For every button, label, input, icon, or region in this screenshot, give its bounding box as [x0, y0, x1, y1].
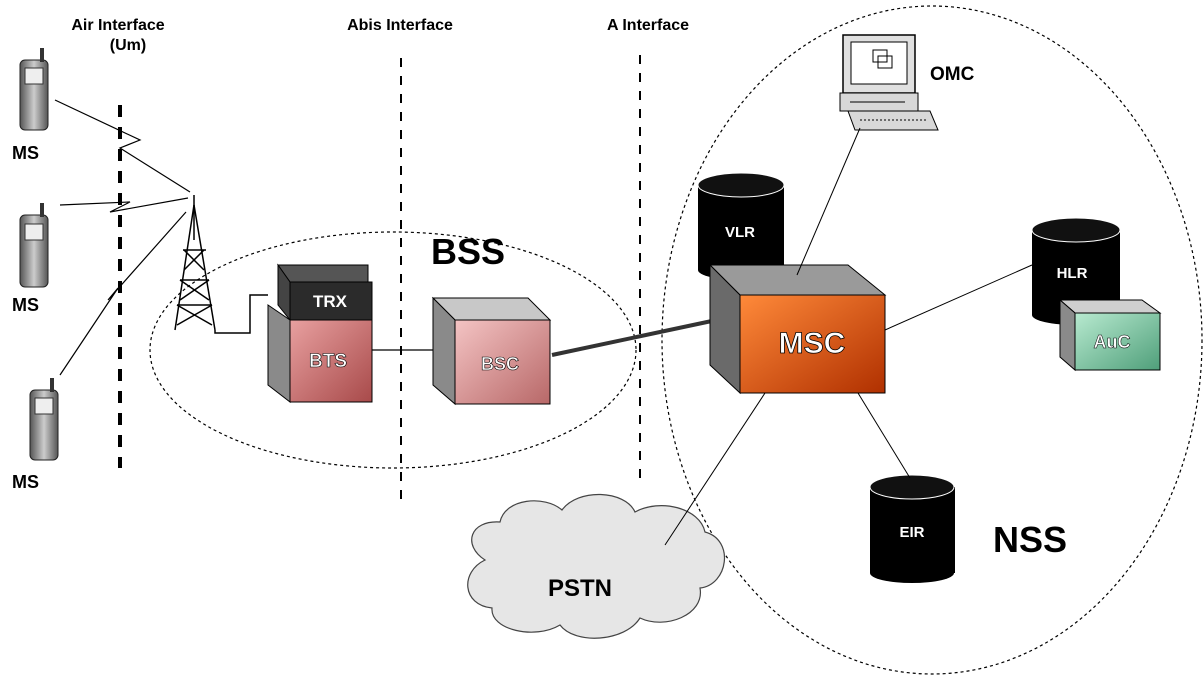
air-interface-label: Air Interface — [71, 17, 164, 34]
mobile-phone-icon — [29, 378, 59, 461]
nss-label: NSS — [993, 519, 1067, 560]
radio-link-ms2 — [59, 197, 189, 213]
ms-label-3: MS — [12, 472, 39, 492]
auc-label: AuC — [1094, 332, 1131, 352]
bts-node — [267, 263, 373, 404]
bss-boundary — [149, 231, 637, 469]
abis-interface-label: Abis Interface — [347, 17, 453, 34]
msc-pstn-link — [664, 392, 766, 546]
msc-label: MSC — [779, 327, 846, 360]
pstn-cloud-icon — [467, 493, 726, 639]
msc-eir-link — [857, 392, 911, 479]
antenna-tower-icon — [174, 195, 268, 334]
pstn-label: PSTN — [548, 575, 612, 602]
vlr-label: VLR — [725, 224, 755, 241]
radio-link-ms3 — [59, 211, 187, 376]
bsc-label: BSC — [481, 354, 519, 374]
hlr-label: HLR — [1057, 265, 1088, 282]
a-interface-label: A Interface — [607, 17, 689, 34]
radio-link-ms1 — [54, 99, 191, 193]
eir-label: EIR — [899, 524, 924, 541]
omc-computer-icon — [839, 34, 939, 131]
mobile-phone-icon — [19, 48, 49, 131]
omc-label: OMC — [930, 64, 975, 85]
msc-node — [708, 263, 887, 395]
bss-label: BSS — [431, 231, 505, 272]
auc-node — [1058, 298, 1162, 372]
ms-label-2: MS — [12, 295, 39, 315]
bsc-msc-link — [551, 313, 741, 357]
msc-hlr-link — [884, 264, 1033, 331]
bsc-node — [431, 296, 552, 406]
trx-label: TRX — [313, 292, 348, 311]
air-interface-sublabel: (Um) — [110, 37, 146, 54]
eir-database-icon — [869, 474, 955, 583]
omc-msc-link — [796, 127, 861, 276]
ms-label-1: MS — [12, 143, 39, 163]
nss-boundary — [661, 5, 1203, 675]
bts-label: BTS — [309, 351, 347, 372]
mobile-phone-icon — [19, 203, 49, 288]
